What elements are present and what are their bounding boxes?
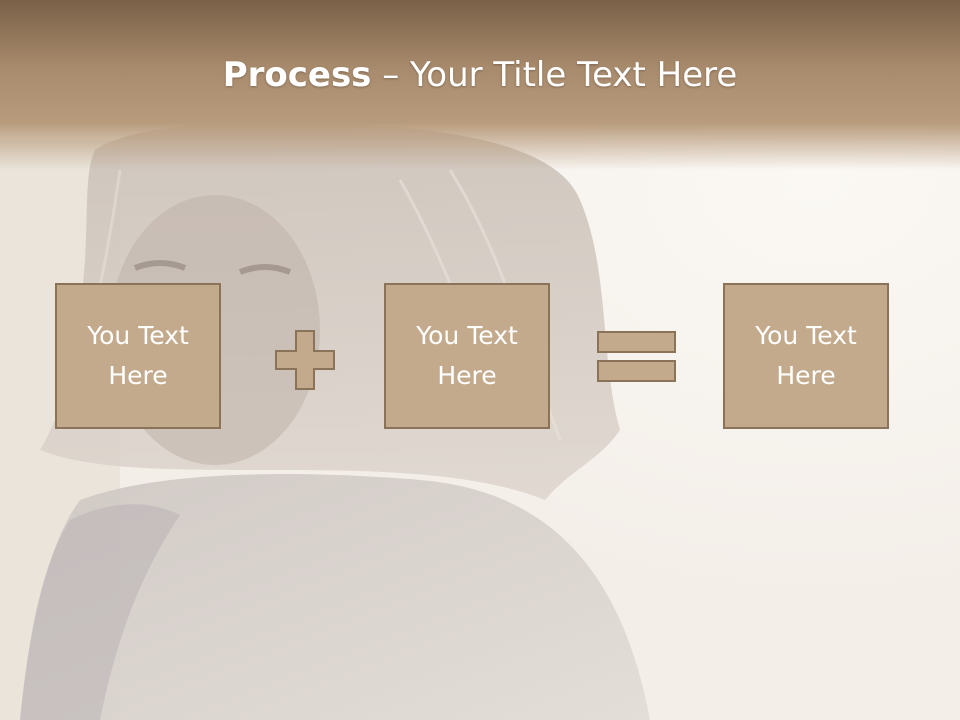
header-band [0,0,960,170]
text-box-2-label: You Text Here [416,321,518,390]
slide-title-bold: Process [222,55,372,95]
slide-title-rest: – Your Title Text Here [371,55,738,95]
equals-sign [597,331,676,382]
text-box-3[interactable]: You Text Here [723,283,889,429]
text-box-2[interactable]: You Text Here [384,283,550,429]
text-box-1[interactable]: You Text Here [55,283,221,429]
text-box-3-label: You Text Here [755,321,857,390]
text-box-1-label: You Text Here [87,321,189,390]
plus-sign [275,330,335,390]
slide-title: Process – Your Title Text Here [0,54,960,96]
